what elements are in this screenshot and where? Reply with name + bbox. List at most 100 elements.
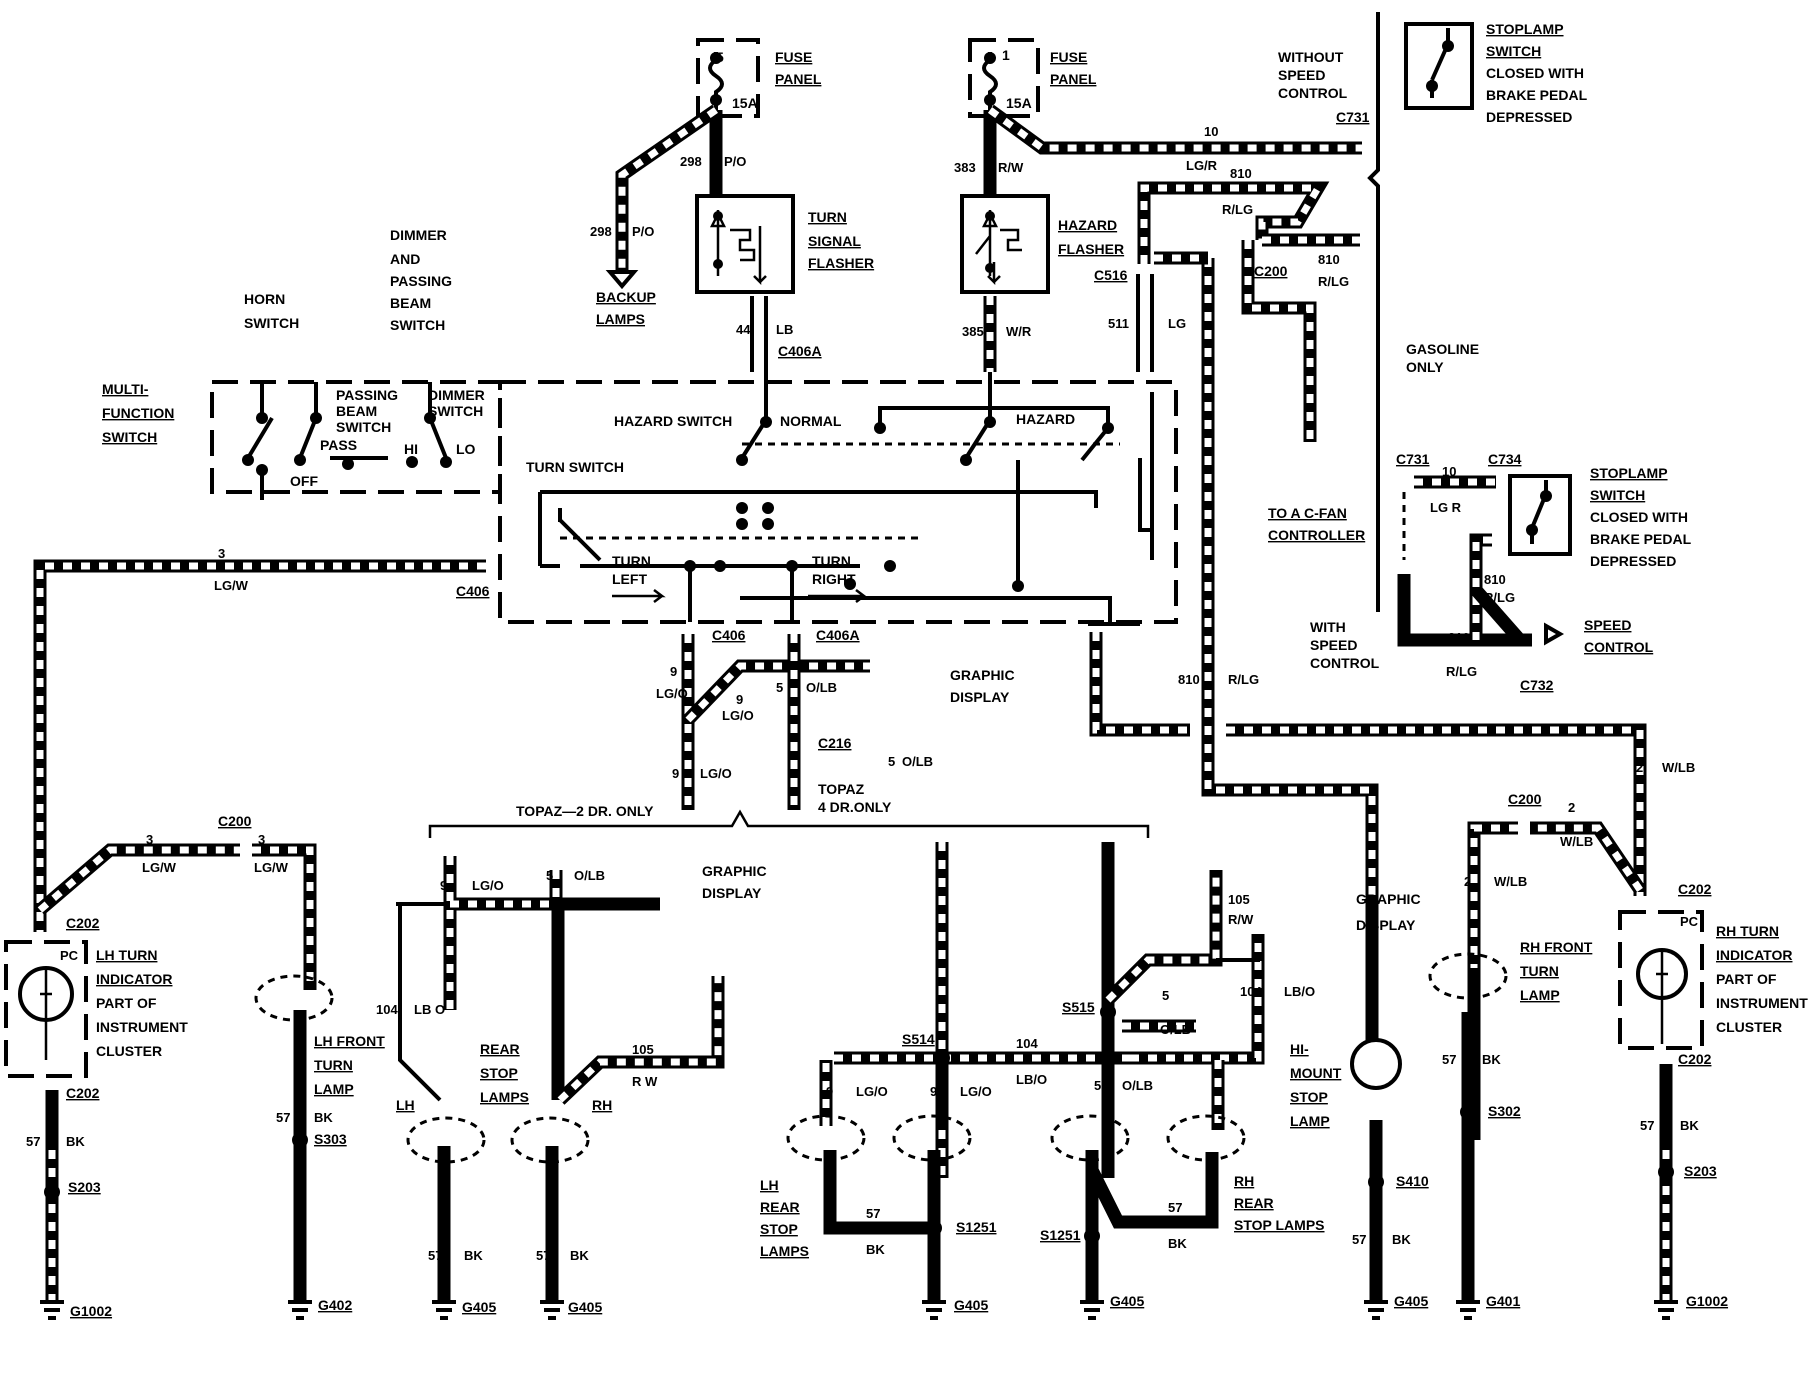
lamp-label: STOP — [480, 1065, 518, 1081]
wire-circuit: 9 — [440, 878, 447, 893]
wire-circuit: 57 — [1442, 1052, 1456, 1067]
splice-label: S302 — [1488, 1103, 1521, 1119]
wire-circuit: 105 — [1228, 892, 1250, 907]
connector-label: C731 — [1396, 451, 1430, 467]
note-label: DISPLAY — [1356, 917, 1416, 933]
wire-color: LB O — [414, 1002, 445, 1017]
wire-color: BK — [1168, 1236, 1187, 1251]
wire-color: LG/O — [856, 1084, 888, 1099]
fuse-panel-label: FUSE — [775, 49, 812, 65]
note-label: GRAPHIC — [1356, 891, 1421, 907]
connector-label: C516 — [1094, 267, 1128, 283]
note-label: WITH — [1310, 619, 1346, 635]
wire-color: BK — [1392, 1232, 1411, 1247]
ground-label: G405 — [1110, 1293, 1144, 1309]
wire-circuit: 104 — [1240, 984, 1262, 999]
stoplamp-label: BRAKE PEDAL — [1590, 531, 1692, 547]
fuse-panel-right: 1 15A FUSE PANEL — [968, 38, 1097, 118]
wire-color: R W — [632, 1074, 658, 1089]
wire-color: W/LB — [1560, 834, 1593, 849]
lamp-label: MOUNT — [1290, 1065, 1342, 1081]
note-label: 4 DR.ONLY — [818, 799, 892, 815]
lamp-label: RH — [592, 1097, 612, 1113]
wire-circuit: 57 — [26, 1134, 40, 1149]
wire-color: BK — [866, 1242, 885, 1257]
lamp-label: LAMP — [314, 1081, 354, 1097]
wire-color: LG/O — [722, 708, 754, 723]
wire-color: LG/W — [214, 578, 249, 593]
wire-circuit: 44 — [736, 322, 751, 337]
wire-color: LG/W — [142, 860, 177, 875]
splice-label: S514 — [902, 1031, 935, 1047]
stoplamp-label: STOPLAMP — [1590, 465, 1668, 481]
switch-label: SWITCH — [244, 315, 299, 331]
turn-signal-flasher: TURN SIGNAL FLASHER — [695, 194, 874, 294]
splice-label: S410 — [1396, 1173, 1429, 1189]
wire-color: W/LB — [1662, 760, 1695, 775]
wire-circuit: 810 — [1318, 252, 1340, 267]
switch-label: PASSING — [336, 387, 398, 403]
wire-color: LG/O — [960, 1084, 992, 1099]
note-label: GRAPHIC — [950, 667, 1015, 683]
note-label: SPEED — [1584, 617, 1631, 633]
wire-circuit: 57 — [866, 1206, 880, 1221]
wire-color: O/LB — [1122, 1078, 1153, 1093]
connector-label: C202 — [1678, 881, 1712, 897]
switch-label: SWITCH — [390, 317, 445, 333]
wire-color: LG/O — [700, 766, 732, 781]
note-label: SPEED — [1278, 67, 1325, 83]
lamp-label: PART OF — [96, 995, 157, 1011]
switch-label: HORN — [244, 291, 285, 307]
connector-label: C216 — [818, 735, 852, 751]
wire-color: P/O — [724, 154, 746, 169]
note-label: WITHOUT — [1278, 49, 1344, 65]
wire-color: O/LB — [902, 754, 933, 769]
stoplamp-switch-mid — [1508, 474, 1572, 646]
ground-label: G405 — [568, 1299, 602, 1315]
wire-color: R/LG — [1222, 202, 1253, 217]
lh-turn-indicator — [4, 940, 88, 1078]
ground-label: G402 — [318, 1297, 352, 1313]
lamp-label: LH — [760, 1177, 779, 1193]
splice-label: S303 — [314, 1131, 347, 1147]
multi-function-switch — [210, 380, 1178, 624]
ground-label: G1002 — [70, 1303, 112, 1319]
wire-circuit: 5 — [888, 754, 895, 769]
switch-label: OFF — [290, 473, 318, 489]
stoplamp-switch-top — [1367, 12, 1474, 612]
connector-label: C202 — [1678, 1051, 1712, 1067]
fuse-panel-label: FUSE — [1050, 49, 1087, 65]
splice-label: S1251 — [1040, 1227, 1081, 1243]
wire-circuit: 57 — [1168, 1200, 1182, 1215]
lamp-label: PC — [60, 948, 79, 963]
lamp-label: CLUSTER — [1716, 1019, 1782, 1035]
lamp-label: LH TURN — [96, 947, 157, 963]
switch-label: DIMMER — [390, 227, 447, 243]
switch-label: TURN SWITCH — [526, 459, 624, 475]
connector-label: C731 — [1336, 109, 1370, 125]
lamp-label: RH FRONT — [1520, 939, 1593, 955]
lamp-label: LH — [396, 1097, 415, 1113]
note-label: CONTROLLER — [1268, 527, 1365, 543]
wire-circuit: 810 — [1178, 672, 1200, 687]
diagram-labels: 298 P/O 298 P/O BACKUP LAMPS 383 R/W 10 … — [26, 21, 1808, 1319]
stoplamp-label: DEPRESSED — [1590, 553, 1676, 569]
wire-color: BK — [1680, 1118, 1699, 1133]
topaz-brace — [428, 809, 1150, 838]
switch-label: BEAM — [336, 403, 377, 419]
stoplamp-label: BRAKE PEDAL — [1486, 87, 1588, 103]
wire-color: R/LG — [1228, 672, 1259, 687]
ground-label: G401 — [1486, 1293, 1520, 1309]
switch-label: PASSING — [390, 273, 452, 289]
lamp-label: LAMP — [1520, 987, 1560, 1003]
switch-label: TURN — [812, 553, 851, 569]
connector-label: C406A — [816, 627, 860, 643]
wire-color: R/LG — [1484, 590, 1515, 605]
wire-circuit: 57 — [1352, 1232, 1366, 1247]
connector-label: C406 — [456, 583, 490, 599]
wire-circuit: 385 — [962, 324, 984, 339]
wire-color: LG/W — [254, 860, 289, 875]
stoplamp-label: CLOSED WITH — [1486, 65, 1584, 81]
wire-circuit: 3 — [258, 832, 265, 847]
lamp-label: TURN — [314, 1057, 353, 1073]
